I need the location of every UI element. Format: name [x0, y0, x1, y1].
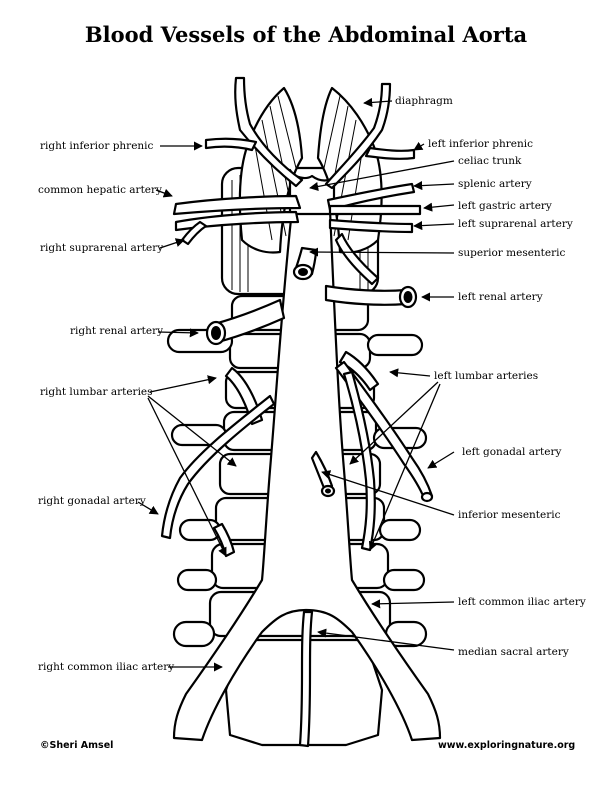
- left-gastric-artery: [328, 204, 422, 216]
- abdominal-aorta: [172, 208, 442, 742]
- website-text: www.exploringnature.org: [438, 740, 576, 751]
- left-inferior-phrenic-artery: [324, 82, 392, 190]
- label-left-inferior-phrenic: left inferior phrenic: [428, 138, 534, 150]
- label-left-suprarenal-artery: left suprarenal artery: [458, 218, 573, 230]
- median-sacral-artery: [298, 610, 314, 748]
- label-right-renal-artery: right renal artery: [70, 325, 164, 337]
- common-hepatic-artery: [172, 194, 302, 216]
- splenic-artery: [326, 182, 416, 212]
- label-common-hepatic-artery: common hepatic artery: [38, 184, 162, 196]
- label-superior-mesenteric: superior mesenteric: [458, 247, 566, 259]
- label-right-gonadal-artery: right gonadal artery: [38, 495, 146, 507]
- label-median-sacral-artery: median sacral artery: [458, 646, 569, 658]
- right-gonadal-artery: [160, 394, 276, 540]
- label-right-inferior-phrenic: right inferior phrenic: [40, 140, 154, 152]
- label-left-renal-artery: left renal artery: [458, 291, 543, 303]
- left-lumbar-artery-lower: [342, 370, 376, 552]
- left-phrenic-branch: [364, 146, 416, 160]
- label-left-gonadal-artery: left gonadal artery: [462, 446, 562, 458]
- page-title: Blood Vessels of the Abdominal Aorta: [84, 22, 528, 47]
- label-left-gastric-artery: left gastric artery: [458, 200, 552, 212]
- right-suprarenal-artery: [180, 220, 208, 246]
- label-splenic-artery: splenic artery: [458, 178, 532, 190]
- label-left-common-iliac-artery: left common iliac artery: [458, 596, 586, 608]
- label-celiac-trunk: celiac trunk: [458, 155, 522, 167]
- label-right-common-iliac-artery: right common iliac artery: [38, 661, 175, 673]
- label-diaphragm: diaphragm: [395, 95, 453, 107]
- right-inferior-phrenic-artery: [234, 76, 304, 188]
- right-phrenic-branch: [204, 137, 258, 152]
- copyright-text: ©Sheri Amsel: [40, 740, 114, 751]
- label-right-suprarenal-artery: right suprarenal artery: [40, 242, 164, 254]
- label-pointers: [137, 97, 455, 672]
- label-right-lumbar-arteries: right lumbar arteries: [40, 386, 153, 398]
- left-crus-tail: [334, 232, 380, 286]
- label-inferior-mesenteric: inferior mesenteric: [458, 509, 561, 521]
- left-suprarenal-artery: [328, 218, 414, 234]
- label-left-lumbar-arteries: left lumbar arteries: [434, 370, 539, 382]
